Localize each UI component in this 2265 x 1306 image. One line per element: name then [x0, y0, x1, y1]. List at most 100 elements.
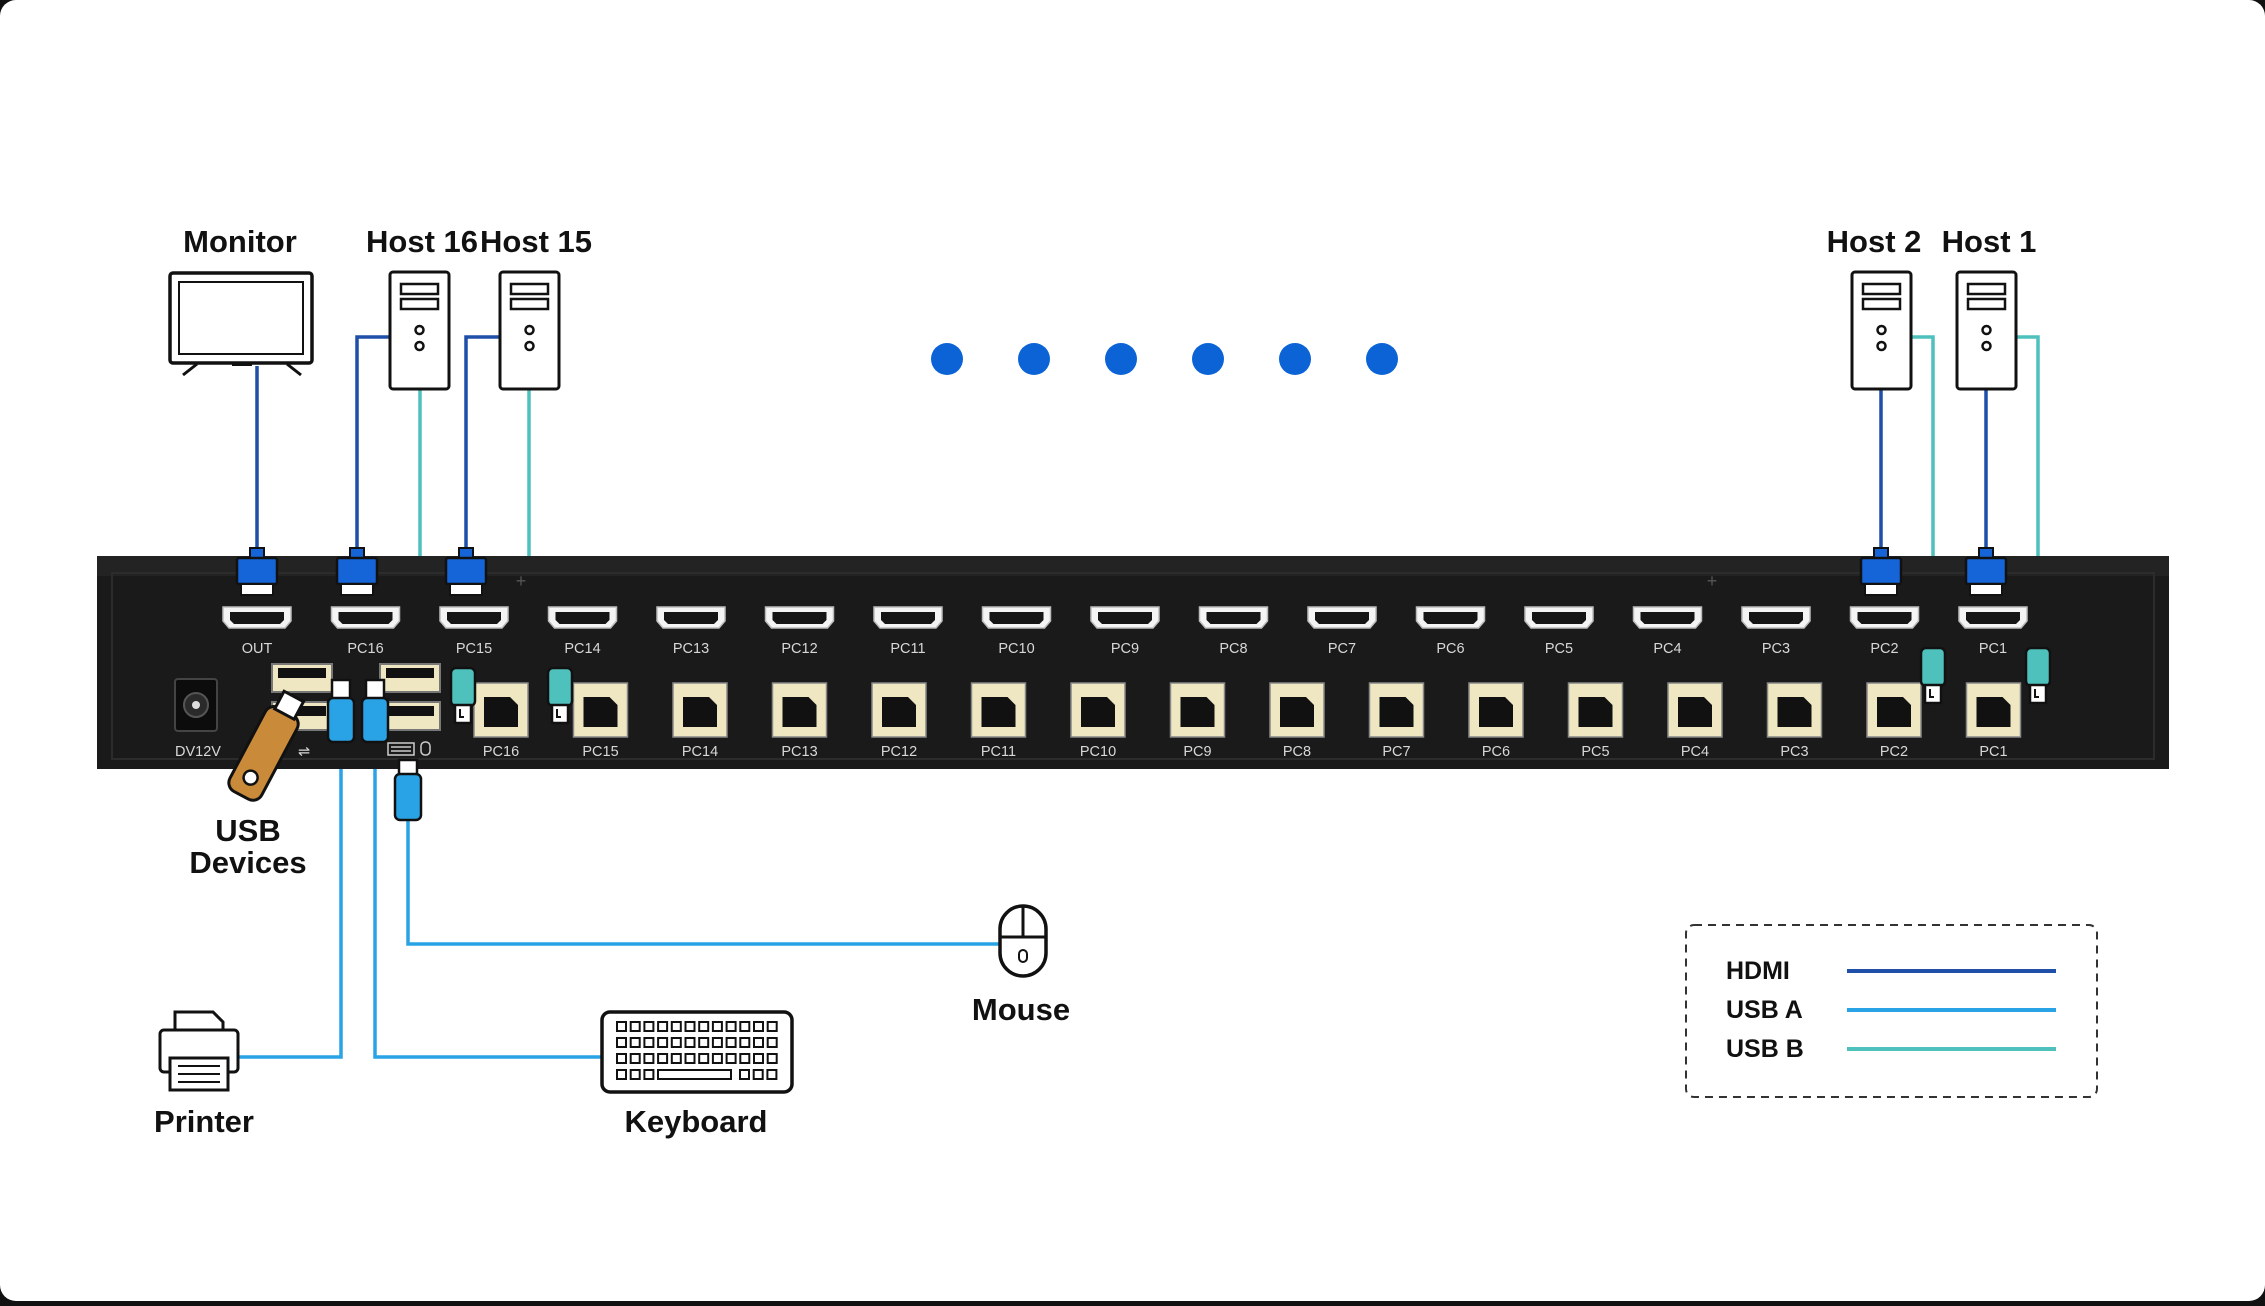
keyboard-key — [616, 1021, 627, 1032]
drive-bay — [1861, 282, 1902, 296]
power-button — [1981, 324, 1992, 336]
hdmi-port — [1632, 606, 1703, 629]
hdmi-port-label: PC4 — [1653, 641, 1681, 657]
ellipsis-dot — [931, 343, 963, 375]
hdmi-plug-tip — [1969, 583, 2003, 596]
keyboard-key — [753, 1021, 764, 1032]
hdmi-port-label: PC2 — [1870, 641, 1898, 657]
keyboard-key — [670, 1053, 682, 1064]
top-labels: Monitor Host 16 Host 15 Host 2 Host 1 — [183, 224, 2036, 259]
keyboard-key — [684, 1037, 696, 1048]
hdmi-plug — [335, 547, 379, 596]
keyboard-key — [753, 1037, 764, 1048]
hdmi-port — [547, 606, 618, 629]
usb-b-port — [473, 682, 529, 738]
keyboard-key — [725, 1021, 737, 1032]
usb-b-port-socket — [484, 697, 518, 727]
keyboard-key — [739, 1053, 751, 1064]
hdmi-port-slot — [338, 612, 393, 624]
usb-b-port — [1866, 682, 1922, 738]
power-button — [524, 324, 535, 336]
legend-hdmi-label: HDMI — [1726, 957, 1790, 985]
usb-b-port-socket — [1976, 697, 2011, 727]
drive-bay — [1966, 297, 2007, 311]
usb-b-port-label: PC2 — [1880, 744, 1908, 760]
keyboard-key — [629, 1037, 641, 1048]
usb-b-plug-tip — [453, 703, 473, 725]
usb-b-port-label: PC16 — [483, 744, 519, 760]
hdmi-port — [1524, 606, 1594, 629]
ellipsis-dot — [1192, 343, 1224, 375]
usb-b-port — [1169, 682, 1226, 738]
legend-usb-a-label: USB A — [1726, 996, 1803, 1024]
hdmi-cable-host16 — [355, 335, 390, 555]
hdmi-port-slot — [881, 612, 935, 624]
host15-label: Host 15 — [480, 224, 592, 259]
keyboard-key — [739, 1021, 751, 1032]
hosts — [388, 270, 2018, 391]
keyboard-key — [753, 1053, 764, 1064]
legend: HDMI USB A USB B — [1685, 924, 2098, 1098]
usb-b-port — [1567, 682, 1624, 738]
usb-b-port-label: PC15 — [582, 744, 618, 760]
usb-b-port-socket — [1578, 697, 1613, 727]
usb-a-cable-mouse — [406, 820, 1000, 946]
printer-icon — [158, 1010, 240, 1092]
hdmi-port — [1849, 606, 1920, 629]
usb-b-plugs — [449, 646, 2052, 725]
usb-b-port — [1468, 682, 1524, 738]
usb-b-port-socket — [1678, 697, 1712, 727]
hdmi-port-slot — [1966, 612, 2020, 624]
usb-b-port-label: PC8 — [1283, 744, 1311, 760]
hdmi-port — [222, 606, 292, 629]
usb-a-plug-printer — [326, 678, 356, 744]
keyboard-key — [616, 1053, 627, 1064]
drive-bay — [1966, 282, 2007, 296]
usb-a-plug-keyboard — [360, 678, 390, 744]
hdmi-port — [656, 606, 726, 629]
keyboard-key — [711, 1037, 723, 1048]
indicator-light — [414, 340, 425, 352]
usb-b-port — [572, 682, 629, 738]
usb-b-plug — [449, 666, 477, 725]
usb-b-port-socket — [683, 697, 717, 727]
host2-label: Host 2 — [1827, 224, 1922, 259]
hdmi-port-slot — [555, 612, 610, 624]
mouse-label: Mouse — [972, 992, 1070, 1027]
usb-b-port — [1965, 682, 2022, 738]
usb-b-port — [1070, 682, 1126, 738]
usb-b-plug-body — [449, 666, 477, 708]
keyboard-key — [643, 1021, 655, 1032]
usb-symbol: ⇌ — [298, 744, 310, 760]
hdmi-port-label: PC7 — [1328, 641, 1356, 657]
ellipsis-dot — [1279, 343, 1311, 375]
keyboard-key — [766, 1037, 778, 1048]
usb-b-cable-host1 — [2016, 335, 2040, 648]
hdmi-port — [981, 606, 1052, 629]
usb-b-port-label: PC13 — [781, 744, 817, 760]
hdmi-plug-body — [335, 556, 379, 586]
usb-b-port-frame — [1169, 682, 1226, 738]
keyboard-key — [629, 1053, 641, 1064]
keyboard-key — [629, 1021, 641, 1032]
monitor-label: Monitor — [183, 224, 297, 259]
hdmi-plug-tip — [240, 583, 274, 596]
hdmi-port — [1741, 606, 1811, 629]
usb-b-plug — [546, 666, 574, 725]
drive-bay — [509, 297, 550, 311]
hdmi-plug — [235, 547, 279, 596]
mouse-icon — [998, 904, 1048, 978]
usb-b-plug-tip — [1923, 683, 1943, 705]
keyboard-key — [684, 1021, 696, 1032]
usb-b-port-socket — [1777, 697, 1812, 727]
keyboard-key — [725, 1037, 737, 1048]
usb-b-port-socket — [1379, 697, 1414, 727]
monitor-icon — [168, 271, 314, 377]
hdmi-port-label: PC6 — [1436, 641, 1464, 657]
hdmi-plug-body — [235, 556, 279, 586]
hdmi-port-slot — [1857, 612, 1912, 624]
